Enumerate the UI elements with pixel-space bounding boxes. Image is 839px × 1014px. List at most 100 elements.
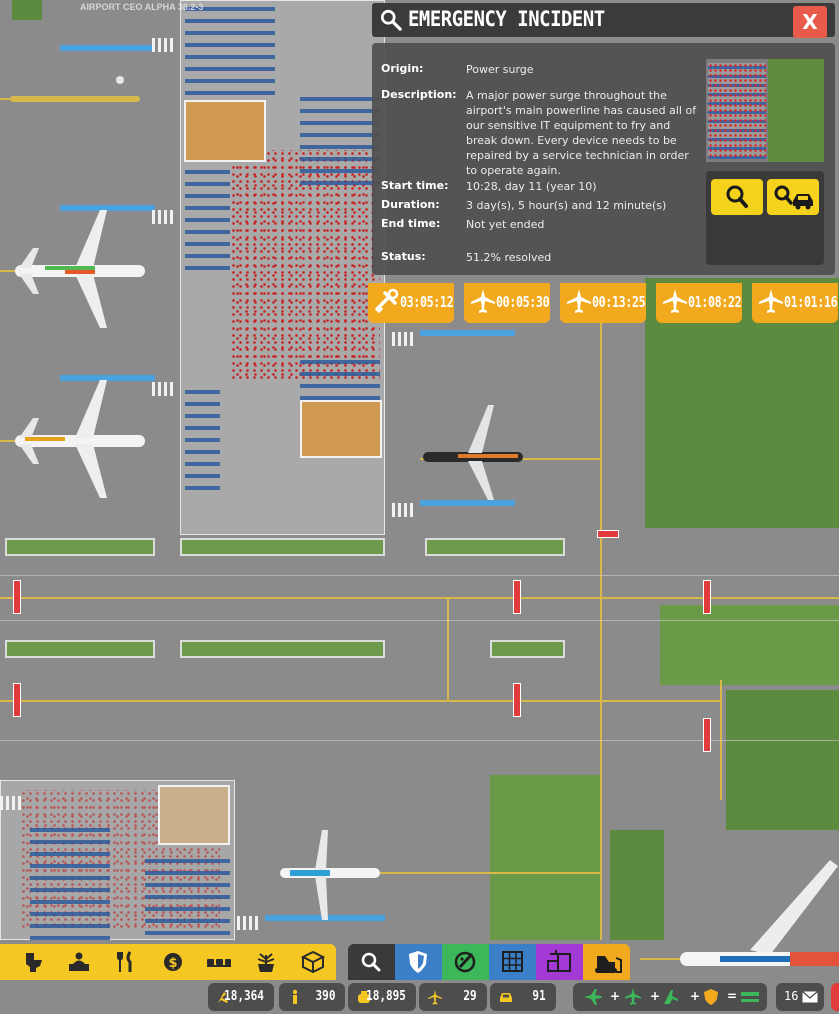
airplane[interactable] [5, 380, 155, 500]
seating-area [300, 95, 380, 185]
incident-actions [706, 171, 824, 265]
car-icon [500, 993, 512, 1002]
start-label: Start time: [381, 179, 449, 192]
panel-title: EMERGENCY INCIDENT [408, 7, 605, 31]
jet-bridge [60, 45, 155, 51]
money-balance[interactable]: 18,895 [348, 983, 416, 1011]
road-lane [0, 740, 839, 741]
airplane-icon [428, 990, 442, 1005]
stand-sign [513, 683, 521, 717]
flight-count[interactable]: 29 [419, 983, 487, 1011]
grass-area [610, 830, 664, 940]
jet-bridge [420, 330, 515, 336]
blueprint-tool-button[interactable] [536, 944, 583, 980]
airplane-landing-icon [625, 988, 641, 1005]
median-strip [5, 640, 155, 658]
stand-sign [13, 580, 21, 614]
close-button[interactable]: X [793, 6, 827, 38]
seating-area [185, 0, 275, 95]
start-value: 10:28, day 11 (year 10) [466, 180, 597, 193]
stand-sign [703, 718, 711, 752]
road-lane [0, 575, 839, 576]
operations-flow-indicator[interactable]: + + + = [573, 983, 767, 1011]
airplane[interactable] [680, 860, 839, 980]
storage-box-icon[interactable] [300, 950, 326, 974]
crosswalk [152, 382, 176, 396]
airplane[interactable] [270, 830, 390, 920]
median-strip [425, 538, 565, 556]
mail-button[interactable]: 16 [776, 983, 824, 1011]
shop-area[interactable] [300, 400, 382, 458]
airplane[interactable] [0, 50, 150, 150]
paint-palette-icon [454, 951, 476, 973]
shop-area[interactable] [184, 100, 266, 162]
description-value: A major power surge throughout the airpo… [466, 89, 697, 177]
airplane[interactable] [5, 210, 155, 330]
taxiway-line [380, 872, 600, 874]
passenger-count[interactable]: 18,364 [208, 983, 274, 1011]
jet-bridge [60, 375, 155, 381]
airplane[interactable] [418, 405, 528, 500]
security-tool-button[interactable] [395, 944, 442, 980]
bulldozer-icon [595, 956, 622, 973]
median-strip [5, 538, 155, 556]
jet-bridge [60, 205, 155, 211]
alert-tab[interactable] [831, 983, 839, 1011]
shop-area[interactable] [158, 785, 230, 845]
search-tool-button[interactable] [348, 944, 395, 980]
stand-sign [13, 683, 21, 717]
flight-timer[interactable]: 01:08:22 [656, 283, 742, 323]
seating-area [185, 170, 230, 270]
road-lane [0, 620, 839, 621]
timer-value: 00:05:30 [496, 293, 550, 311]
grass-area [490, 775, 600, 940]
passenger-icon [218, 992, 228, 1003]
food-icon[interactable] [113, 950, 139, 974]
flight-timer[interactable]: 01:01:16 [752, 283, 838, 323]
timer-value: 03:05:12 [400, 293, 454, 311]
crosswalk [237, 916, 261, 930]
airplane-icon [663, 289, 687, 313]
duration-label: Duration: [381, 198, 440, 211]
end-label: End time: [381, 217, 441, 230]
crosswalk [392, 332, 416, 346]
svg-text:$: $ [168, 956, 177, 971]
airplane-departure-icon [664, 990, 678, 1004]
taxiway-line [0, 700, 720, 702]
crosswalk [152, 210, 176, 224]
build-category-bar: $ [0, 944, 336, 980]
stand-sign [513, 580, 521, 614]
seating-icon[interactable] [206, 950, 232, 974]
zone-tool-button[interactable] [442, 944, 489, 980]
origin-label: Origin: [381, 62, 424, 75]
toilet-icon[interactable] [20, 950, 46, 974]
repair-tools-icon [375, 288, 399, 314]
seating-area [300, 360, 380, 400]
incident-timer[interactable]: 03:05:12 [368, 283, 454, 323]
service-desk-icon[interactable] [66, 950, 92, 974]
seating-area [185, 390, 220, 490]
flight-timer[interactable]: 00:13:25 [560, 283, 646, 323]
grid-tool-button[interactable] [489, 944, 536, 980]
flight-timer[interactable]: 00:05:30 [464, 283, 550, 323]
taxiway-line [0, 597, 839, 599]
staff-count[interactable]: 390 [279, 983, 345, 1011]
seating-area [30, 820, 110, 940]
timer-value: 01:01:16 [784, 293, 838, 311]
plant-icon[interactable] [253, 950, 279, 974]
map-watermark: AIRPORT CEO ALPHA 36.2-3 [80, 2, 204, 12]
locate-incident-button[interactable] [711, 179, 763, 215]
airplane-icon [759, 289, 783, 313]
vehicle-count[interactable]: 91 [490, 983, 556, 1011]
money-icon[interactable]: $ [160, 950, 186, 974]
money-balance-value: 18,895 [366, 989, 406, 1004]
operator-plus: + [610, 989, 621, 1003]
staff-count-value: 390 [315, 989, 335, 1004]
locate-service-vehicle-button[interactable] [767, 179, 819, 215]
demolish-tool-button[interactable] [583, 944, 630, 980]
blueprint-icon [547, 950, 571, 972]
panel-header: EMERGENCY INCIDENT X [372, 3, 835, 38]
flight-count-value: 29 [463, 989, 477, 1004]
operator-plus: + [690, 989, 701, 1003]
airplane-icon [584, 989, 602, 1005]
